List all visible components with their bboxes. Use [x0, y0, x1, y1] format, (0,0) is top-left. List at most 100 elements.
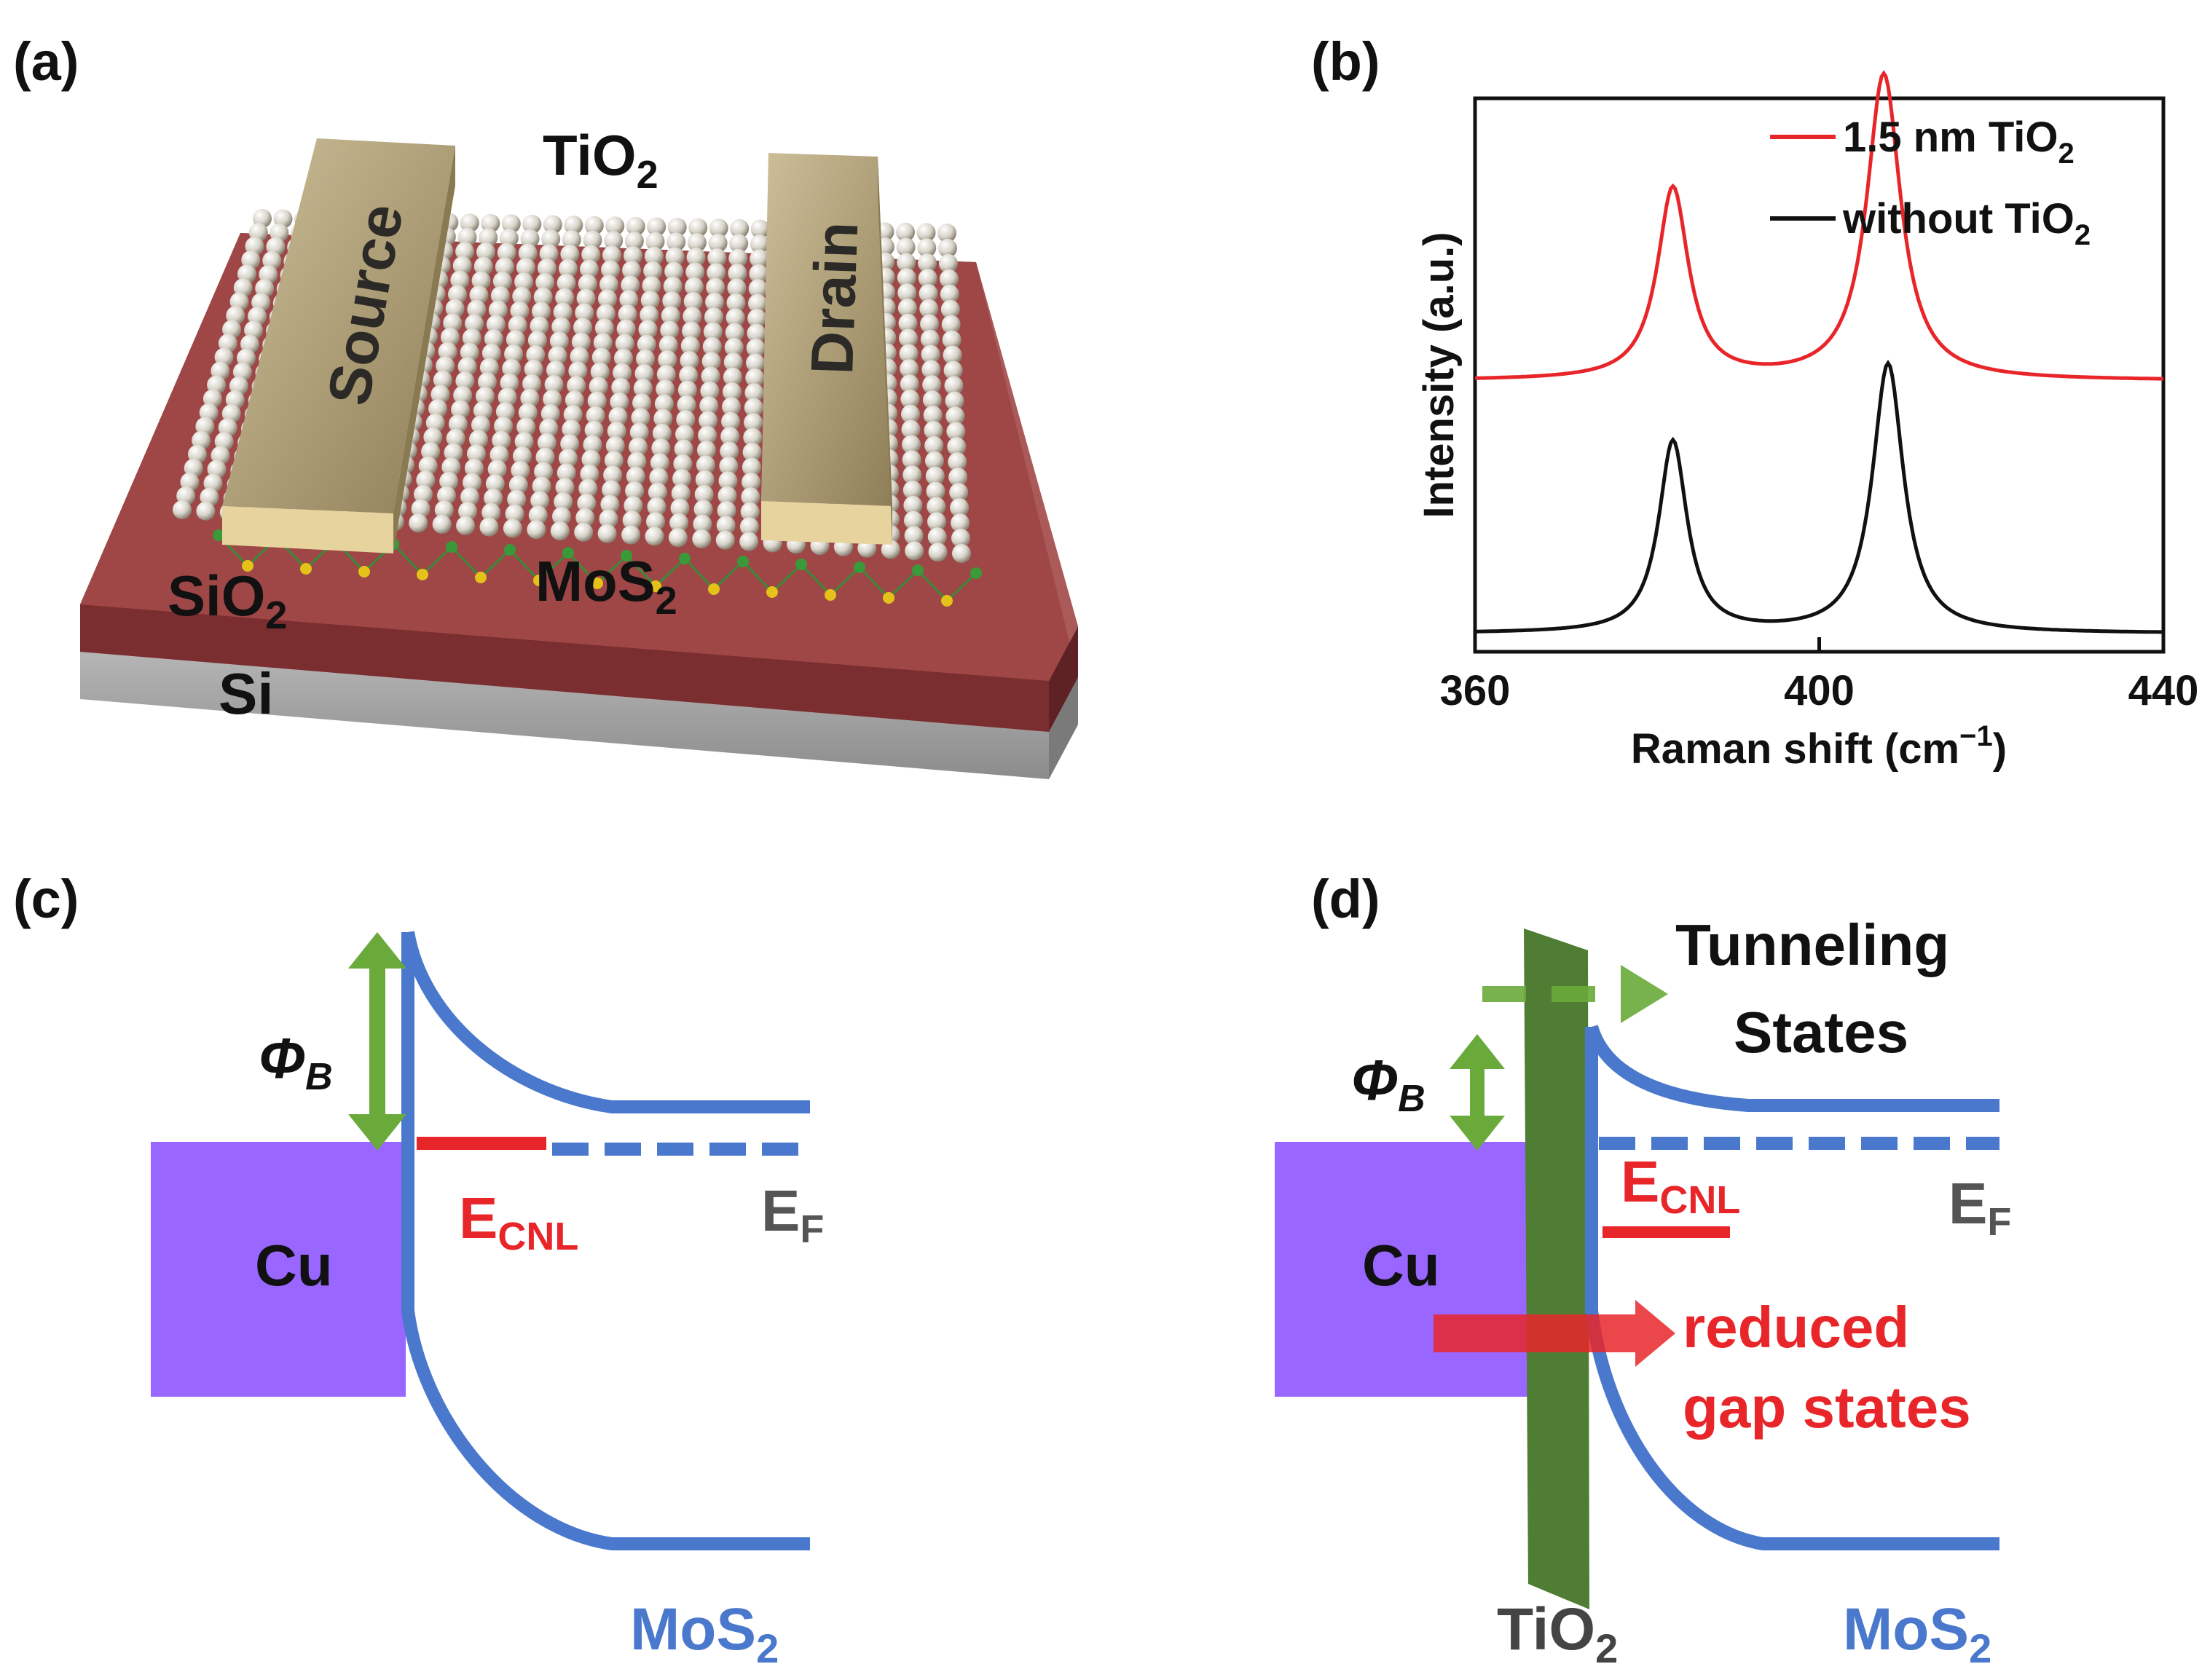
tio2-atom — [903, 495, 923, 515]
tio2-atom — [469, 285, 489, 305]
tio2-atom — [743, 427, 763, 447]
tio2-atom — [520, 229, 540, 248]
tio2-atom — [919, 284, 938, 303]
tio2-atom — [453, 385, 473, 405]
tio2-atom — [658, 335, 678, 355]
tio2-atom — [532, 301, 551, 321]
reduced-gap-arrow — [1434, 1300, 1675, 1367]
cu-label-d: Cu — [1362, 1233, 1440, 1298]
tio2-atom — [495, 402, 515, 422]
tio2-atom — [707, 263, 726, 283]
series-line-1 — [1475, 360, 2163, 634]
tio2-atom — [421, 442, 441, 462]
si-substrate — [80, 652, 1078, 779]
tio2-atom — [625, 481, 645, 501]
tio2-atom — [723, 367, 742, 387]
tio2-atom — [599, 275, 618, 294]
tio2-atom — [618, 304, 637, 324]
tio2-atom — [492, 272, 512, 291]
mos2-atom — [708, 583, 720, 595]
tio2-atom — [476, 242, 495, 261]
panel-c-label: (c) — [13, 869, 79, 929]
tio2-atom — [640, 291, 660, 310]
tio2-atom — [465, 314, 484, 334]
mos2-atom — [562, 547, 574, 559]
tio2-label-d: TiO2 — [1497, 1596, 1618, 1671]
tio2-atom — [897, 268, 916, 288]
mos2-atom — [737, 556, 749, 567]
tio2-atom — [654, 394, 674, 414]
tio2-atom — [562, 419, 581, 439]
tio2-atom — [660, 320, 680, 340]
tio2-atom — [539, 244, 559, 264]
tio2-atom — [744, 383, 764, 403]
mos2-atom — [621, 550, 632, 561]
tio2-atom — [946, 422, 966, 441]
mos2-atom — [825, 589, 836, 601]
tio2-atom — [604, 451, 624, 470]
mos2-atom — [358, 566, 370, 577]
tio2-atom — [488, 300, 508, 320]
ecnl-label-d: ECNL — [1621, 1149, 1740, 1222]
tio2-atom — [629, 437, 648, 457]
tio2-atom — [750, 249, 769, 269]
tio2-atom — [739, 532, 759, 551]
tio2-atom — [718, 471, 738, 491]
tio2-atom — [614, 348, 633, 368]
tio2-atom — [555, 288, 575, 307]
tio2-atom — [686, 248, 706, 267]
tio2-atom — [551, 317, 571, 336]
tio2-atom — [633, 379, 653, 398]
y-axis-label: Intensity (a.u.) — [1415, 232, 1463, 518]
tio2-atom — [537, 433, 557, 452]
tio2-atom — [457, 227, 477, 247]
tio2-atom — [438, 342, 457, 361]
tio2-atom — [602, 245, 622, 265]
conduction-band-c — [401, 931, 810, 1113]
tio2-atom — [947, 437, 967, 457]
tio2-atom — [904, 526, 924, 545]
tio2-atom — [508, 315, 527, 335]
tio2-atom — [941, 315, 961, 334]
cu-block-d — [1275, 1142, 1530, 1397]
tio2-atom — [881, 540, 900, 559]
tio2-atom — [481, 502, 501, 522]
tio2-atom — [433, 370, 452, 390]
tio2-atom — [550, 521, 570, 541]
tio2-atom — [747, 323, 766, 343]
tio2-atom — [486, 315, 506, 334]
tio2-atom — [928, 543, 948, 562]
tio2-atom — [950, 498, 970, 518]
drain-label: Drain — [799, 221, 870, 376]
tio2-atom — [700, 381, 720, 401]
tio2-atom — [636, 349, 656, 368]
tio2-atom — [742, 457, 761, 477]
tio2-atom — [661, 306, 680, 326]
x-axis-label: Raman shift (cm−1) — [1631, 720, 2007, 773]
tio2-atom — [593, 333, 613, 352]
tio2-atom — [675, 425, 694, 444]
tio2-atom — [920, 314, 940, 334]
panel-c: (c) Cu ΦB ECNL EF MoS2 — [13, 869, 824, 1671]
tunneling-label-2: States — [1734, 1000, 1908, 1065]
tio2-atom — [538, 259, 557, 278]
tio2-atom — [621, 275, 640, 295]
ef-label-d: EF — [1949, 1171, 2011, 1244]
tio2-atom — [938, 253, 958, 273]
tio2-atom — [598, 289, 617, 309]
series-group — [1475, 70, 2163, 634]
tio2-atom — [645, 232, 665, 251]
tio2-atom — [586, 406, 605, 425]
tio2-atom — [530, 316, 549, 336]
tio2-atom — [441, 328, 460, 347]
tio2-atom — [699, 411, 718, 430]
tio2-atom — [505, 504, 524, 524]
tio2-atom — [434, 500, 454, 520]
tio2-atom — [548, 346, 567, 366]
tio2-atom — [927, 497, 946, 516]
tio2-atom — [683, 292, 703, 311]
tio2-atom — [553, 302, 573, 322]
